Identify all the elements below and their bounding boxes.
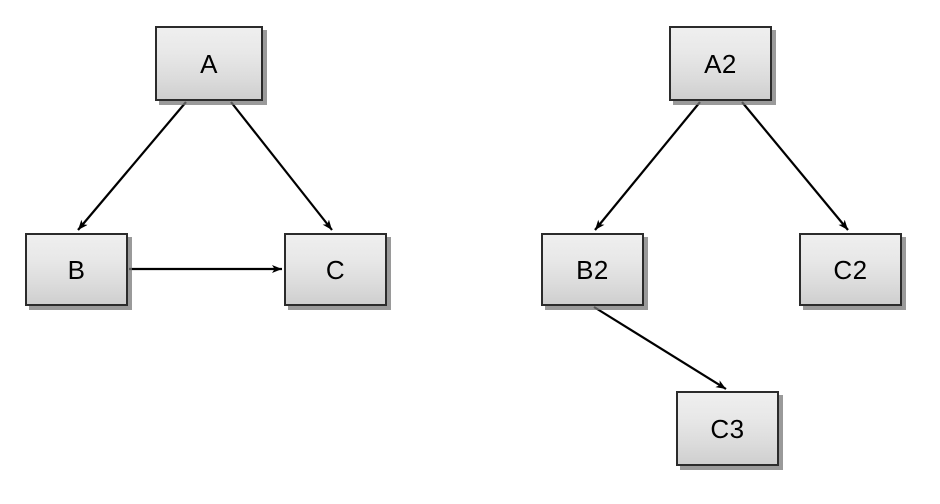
node-c2[interactable]: C2 [799,233,902,306]
node-a-label: A [200,48,218,79]
node-a2[interactable]: A2 [669,26,772,101]
node-c3[interactable]: C3 [676,391,779,466]
node-b2[interactable]: B2 [541,233,644,306]
node-c[interactable]: C [284,233,387,306]
edge-a-to-b [77,101,187,231]
edge-a2-to-b2 [594,101,701,231]
node-c2-label: C2 [833,254,868,285]
node-a2-label: A2 [704,48,737,79]
edge-a-to-c [230,101,333,231]
node-a[interactable]: A [155,26,263,101]
node-b-label: B [67,254,86,285]
node-b2-label: B2 [576,254,609,285]
node-c3-label: C3 [710,413,745,444]
node-c-label: C [325,254,346,285]
node-b[interactable]: B [25,233,128,306]
edge-a2-to-c2 [741,101,849,231]
edge-b2-to-c3 [593,306,727,390]
